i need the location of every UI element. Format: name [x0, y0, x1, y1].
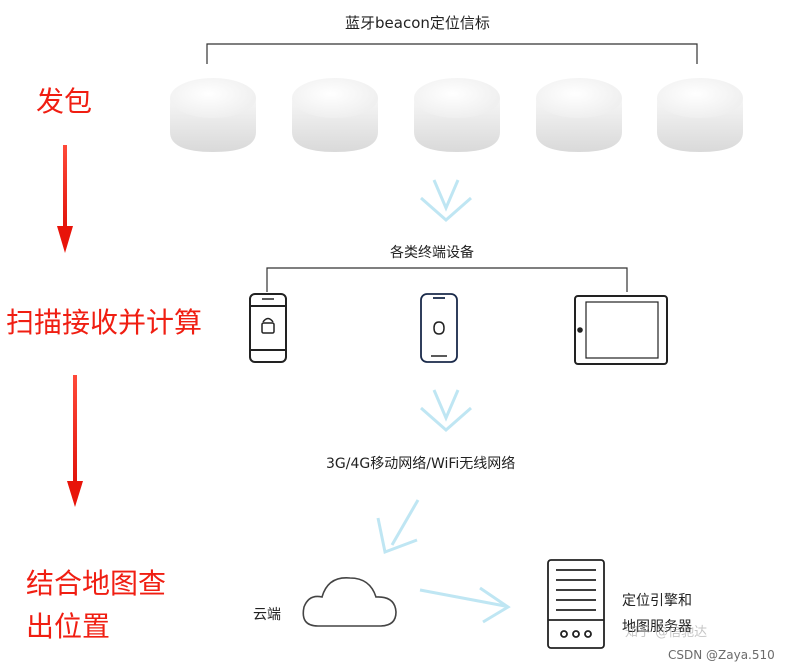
beacon-2 — [292, 78, 378, 152]
devices-title: 各类终端设备 — [390, 242, 474, 262]
beacon-row — [170, 78, 743, 152]
beacon-3 — [414, 78, 500, 152]
beacon-1 — [170, 78, 256, 152]
beacon-4 — [536, 78, 622, 152]
server-arrow-icon — [420, 588, 508, 622]
tablet-icon — [575, 296, 667, 364]
beacon-bracket — [207, 44, 697, 64]
device-bracket — [267, 268, 627, 292]
step-scan: 扫描接收并计算 — [6, 301, 202, 341]
step-locate-line2: 出位置 — [26, 605, 110, 645]
step-locate-line1: 结合地图查 — [26, 562, 166, 602]
server-label-line1: 定位引擎和 — [622, 590, 692, 610]
beacon-title: 蓝牙beacon定位信标 — [345, 12, 490, 33]
network-arrow-icon — [421, 390, 471, 430]
network-label: 3G/4G移动网络/WiFi无线网络 — [326, 453, 515, 473]
beacon-5 — [657, 78, 743, 152]
android-phone-icon — [250, 294, 286, 362]
server-icon — [548, 560, 604, 648]
iphone-icon — [421, 294, 457, 362]
signal-arrow-icon — [421, 180, 471, 220]
zhihu-watermark: 知乎 @信驰达 — [625, 621, 707, 640]
cloud-icon — [303, 578, 396, 626]
cloud-label: 云端 — [253, 604, 281, 624]
cloud-arrow-icon — [378, 500, 418, 552]
red-arrow-2-icon — [67, 375, 83, 507]
csdn-watermark: CSDN @Zaya.510 — [668, 648, 775, 662]
step-send: 发包 — [36, 80, 92, 120]
red-arrow-1-icon — [57, 145, 73, 253]
